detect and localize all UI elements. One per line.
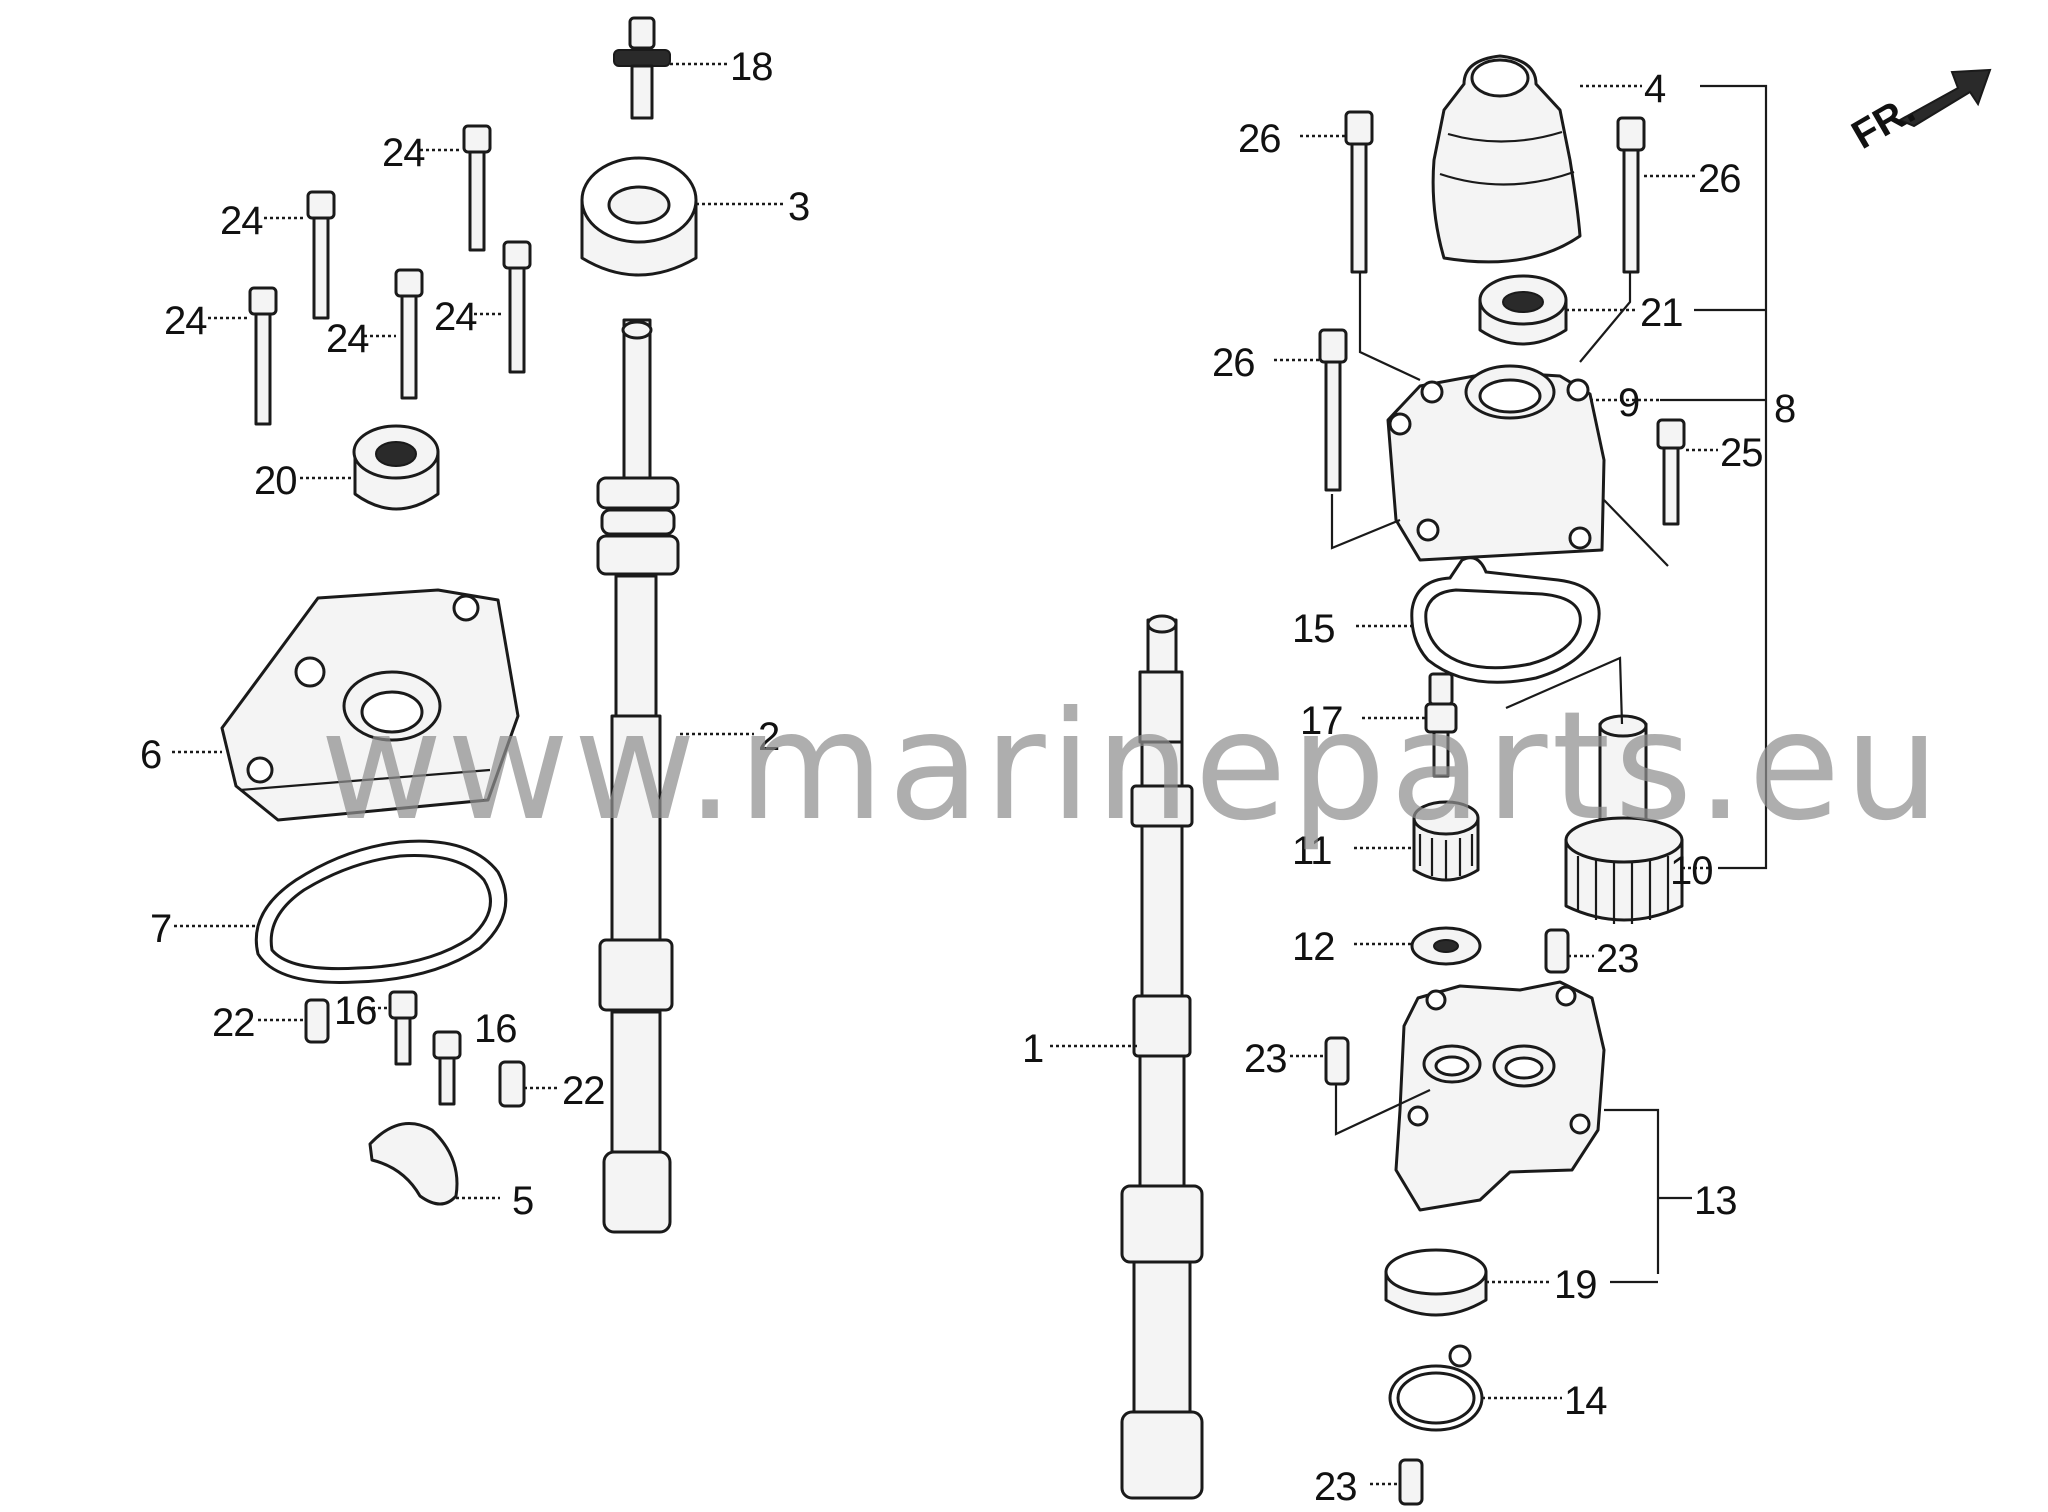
callout-5: 5: [512, 1179, 533, 1223]
part-19-ring: [1384, 1248, 1488, 1317]
part-23-dowel-c: [1398, 1458, 1424, 1506]
part-23-dowel-b: [1324, 1036, 1350, 1086]
callout-23-c: 23: [1314, 1465, 1357, 1509]
part-16-bolt-a: [388, 990, 418, 1066]
callout-14: 14: [1564, 1379, 1607, 1423]
callout-18: 18: [730, 45, 773, 89]
part-4-boot: [1431, 54, 1582, 264]
part-20-oil-seal: [352, 424, 440, 511]
front-direction-arrow-icon: [1897, 68, 1992, 128]
callout-17: 17: [1300, 699, 1343, 743]
part-1-vertical-shaft: [1120, 614, 1204, 1500]
part-26-bolt-c: [1318, 328, 1348, 492]
callout-3: 3: [788, 185, 809, 229]
part-22-dowel-a: [304, 998, 330, 1044]
callout-26-c: 26: [1212, 341, 1255, 385]
part-7-gasket: [254, 839, 508, 984]
callout-2: 2: [758, 715, 779, 759]
part-24-bolt-b: [306, 190, 336, 320]
part-5-cam-plate: [368, 1122, 459, 1206]
callout-24-b: 24: [220, 199, 263, 243]
part-16-bolt-b: [432, 1030, 462, 1106]
callout-24-e: 24: [434, 295, 477, 339]
callout-6: 6: [140, 733, 161, 777]
part-25-bolt: [1656, 418, 1686, 526]
callout-19: 19: [1554, 1263, 1597, 1307]
callout-12: 12: [1292, 925, 1335, 969]
callout-10: 10: [1670, 849, 1713, 893]
part-24-bolt-d: [394, 268, 424, 400]
part-26-bolt-a: [1344, 110, 1374, 274]
callout-15: 15: [1292, 607, 1335, 651]
callout-1: 1: [1022, 1027, 1043, 1071]
part-24-bolt-e: [502, 240, 532, 374]
part-13-lower-housing: [1394, 980, 1606, 1212]
callout-23-b: 23: [1244, 1037, 1287, 1081]
part-11-small-gear: [1412, 800, 1480, 882]
callout-23-a: 23: [1596, 937, 1639, 981]
callout-26-a: 26: [1238, 117, 1281, 161]
callout-16-b: 16: [474, 1007, 517, 1051]
callout-22-b: 22: [562, 1069, 605, 1113]
part-24-bolt-a: [462, 124, 492, 252]
part-21-seal: [1478, 274, 1568, 346]
part-6-cover-plate: [220, 588, 520, 822]
callout-16-a: 16: [334, 989, 377, 1033]
part-24-bolt-c: [248, 286, 278, 426]
callout-13: 13: [1694, 1179, 1737, 1223]
callout-25: 25: [1720, 431, 1763, 475]
callout-21: 21: [1640, 291, 1683, 335]
part-22-dowel-b: [498, 1060, 526, 1108]
callout-24-c: 24: [164, 299, 207, 343]
callout-24-d: 24: [326, 317, 369, 361]
fr-label: FR.: [1845, 87, 1923, 157]
callout-4: 4: [1644, 67, 1666, 111]
part-12-washer: [1410, 926, 1482, 966]
callout-22-a: 22: [212, 1001, 255, 1045]
callout-7: 7: [150, 907, 171, 951]
part-26-bolt-b: [1616, 116, 1646, 274]
callout-11: 11: [1292, 829, 1332, 873]
callout-9: 9: [1618, 381, 1639, 425]
callout-20: 20: [254, 459, 297, 503]
part-17-pin: [1424, 672, 1458, 778]
part-14-o-ring: [1388, 1344, 1484, 1432]
callout-26-b: 26: [1698, 157, 1741, 201]
part-2-shaft: [596, 318, 680, 1234]
part-23-dowel-a: [1544, 928, 1570, 974]
callout-8: 8: [1774, 387, 1795, 431]
part-15-gasket: [1410, 556, 1601, 684]
part-3-gear-cup: [580, 156, 698, 277]
callout-24-a: 24: [382, 131, 425, 175]
watermark-text: www.marineparts.eu: [320, 680, 1944, 854]
part-9-upper-housing: [1386, 364, 1606, 562]
part-18-bolt: [613, 16, 671, 120]
part-10-gear-shaft: [1564, 714, 1684, 924]
